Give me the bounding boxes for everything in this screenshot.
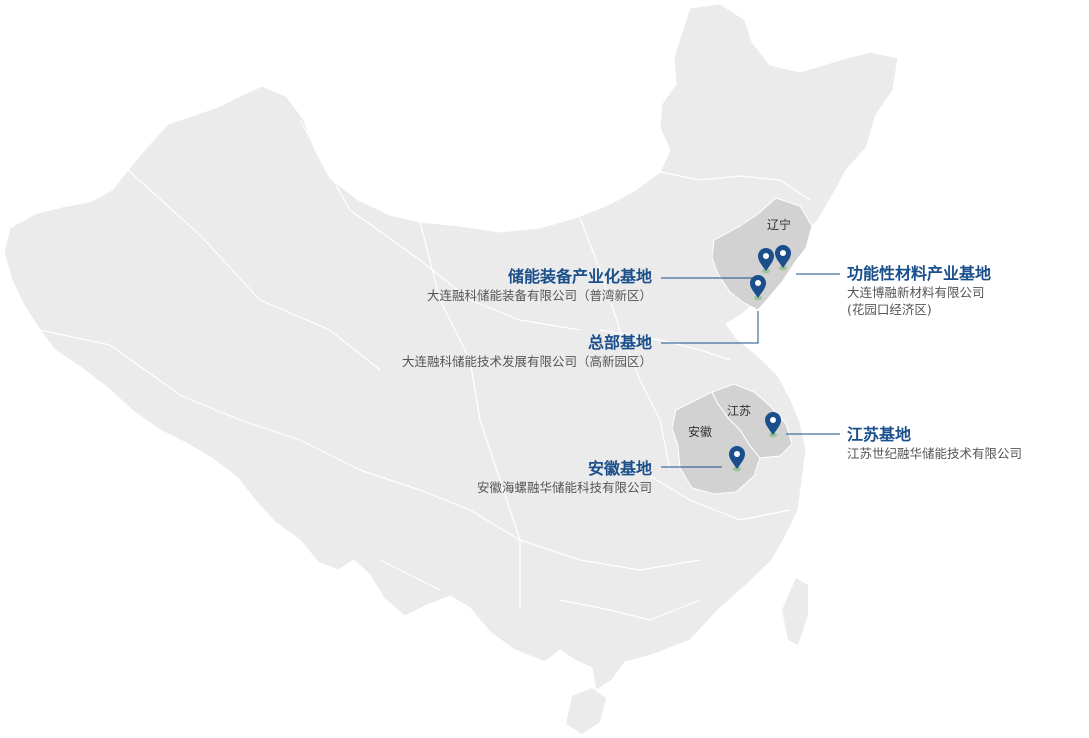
map-pins bbox=[729, 245, 791, 472]
connector-lines bbox=[661, 273, 840, 468]
base-title-anhui: 安徽基地 bbox=[587, 459, 652, 478]
base-title-jiangsu: 江苏基地 bbox=[847, 425, 912, 444]
map-pin-icon[interactable] bbox=[729, 446, 745, 472]
base-company-anhui: 安徽海螺融华储能科技有限公司 bbox=[476, 480, 652, 495]
base-label-equipment[interactable]: 储能装备产业化基地 大连融科储能装备有限公司（普湾新区） bbox=[427, 267, 652, 304]
base-label-materials[interactable]: 功能性材料产业基地 大连博融新材料有限公司 (花园口经济区) bbox=[847, 264, 991, 318]
base-company-equipment: 大连融科储能装备有限公司（普湾新区） bbox=[426, 288, 652, 303]
hainan-island bbox=[566, 688, 606, 734]
base-label-headquarters[interactable]: 总部基地 大连融科储能技术发展有限公司（高新园区） bbox=[402, 333, 652, 370]
base-title-equipment: 储能装备产业化基地 bbox=[507, 267, 652, 286]
province-label-liaoning: 辽宁 bbox=[767, 218, 792, 232]
base-company-jiangsu: 江苏世纪融华储能技术有限公司 bbox=[847, 446, 1023, 461]
base-label-anhui[interactable]: 安徽基地 安徽海螺融华储能科技有限公司 bbox=[477, 459, 652, 496]
map-pin-icon[interactable] bbox=[758, 248, 774, 274]
province-label-anhui: 安徽 bbox=[688, 425, 713, 439]
map-pin-icon[interactable] bbox=[765, 412, 781, 438]
province-label-jiangsu: 江苏 bbox=[727, 404, 752, 418]
base-label-jiangsu[interactable]: 江苏基地 江苏世纪融华储能技术有限公司 bbox=[847, 425, 1022, 462]
base-title-materials: 功能性材料产业基地 bbox=[847, 264, 992, 283]
province-borders bbox=[39, 119, 811, 621]
base-title-headquarters: 总部基地 bbox=[587, 333, 652, 352]
map-pin-icon[interactable] bbox=[750, 275, 766, 301]
base-company-materials: 大连博融新材料有限公司 bbox=[847, 285, 985, 300]
taiwan-island bbox=[782, 578, 808, 645]
map-pin-icon[interactable] bbox=[775, 245, 791, 271]
base-company-materials-zone: (花园口经济区) bbox=[847, 302, 932, 317]
base-company-headquarters: 大连融科储能技术发展有限公司（高新园区） bbox=[401, 354, 652, 369]
connector-headquarters bbox=[661, 311, 759, 344]
